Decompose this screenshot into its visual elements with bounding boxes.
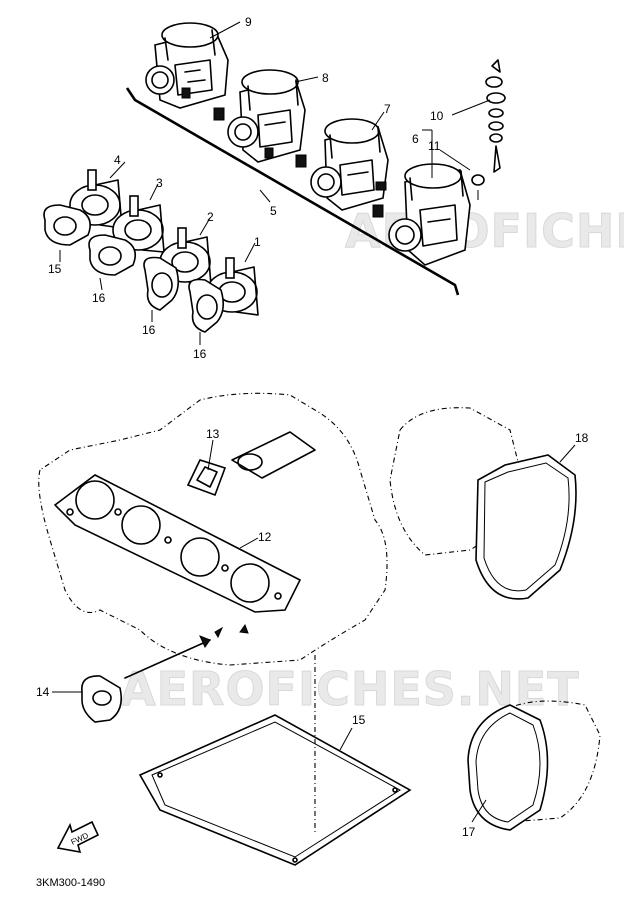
label-3: 3 <box>156 176 163 190</box>
label-15: 15 <box>352 713 366 727</box>
carburetor-6 <box>372 163 471 266</box>
label-4: 4 <box>114 153 121 167</box>
leader-lines <box>52 21 576 823</box>
carburetor-9 <box>145 22 229 109</box>
oil-gasket-14 <box>81 623 249 723</box>
carburetor-assembly-bracket <box>125 87 460 296</box>
carburetor-7 <box>295 118 389 211</box>
label-1: 1 <box>254 235 261 249</box>
label-6: 6 <box>412 132 419 146</box>
label-16-d: 16 <box>193 347 207 361</box>
label-18: 18 <box>575 431 589 445</box>
label-10: 10 <box>430 109 444 123</box>
cylinder-head-gasket-12 <box>53 474 302 613</box>
label-16-c: 16 <box>142 323 156 337</box>
label-8: 8 <box>322 71 329 85</box>
label-5: 5 <box>270 204 277 218</box>
generator-cover-17 <box>467 700 601 831</box>
gasket-13 <box>186 431 316 497</box>
crankcase-cover-18 <box>389 407 577 600</box>
forward-direction-arrow: FWD <box>56 820 100 854</box>
label-17: 17 <box>462 825 476 839</box>
label-2: 2 <box>207 210 214 224</box>
carburetor-small-parts <box>471 59 506 200</box>
carburetor-8 <box>213 69 306 163</box>
label-7: 7 <box>384 102 391 116</box>
watermark-top: AEROFICHES.NET <box>345 204 624 258</box>
label-11: 11 <box>428 139 441 153</box>
oil-pan-gasket-15 <box>138 655 412 866</box>
label-16-a: 15 <box>48 262 62 276</box>
part-number-labels: 9 8 7 10 6 11 5 4 3 2 1 15 16 16 16 13 1… <box>36 15 589 839</box>
label-16-b: 16 <box>92 291 106 305</box>
label-13: 13 <box>206 427 220 441</box>
figure-code: 3KM300-1490 <box>36 877 105 889</box>
watermark-bottom: AEROFICHES.NET <box>120 662 580 716</box>
intake-holder-4 <box>69 169 123 229</box>
label-9: 9 <box>245 15 252 29</box>
label-12: 12 <box>258 530 272 544</box>
label-14: 14 <box>36 685 50 699</box>
intake-gaskets-16 <box>43 204 225 333</box>
